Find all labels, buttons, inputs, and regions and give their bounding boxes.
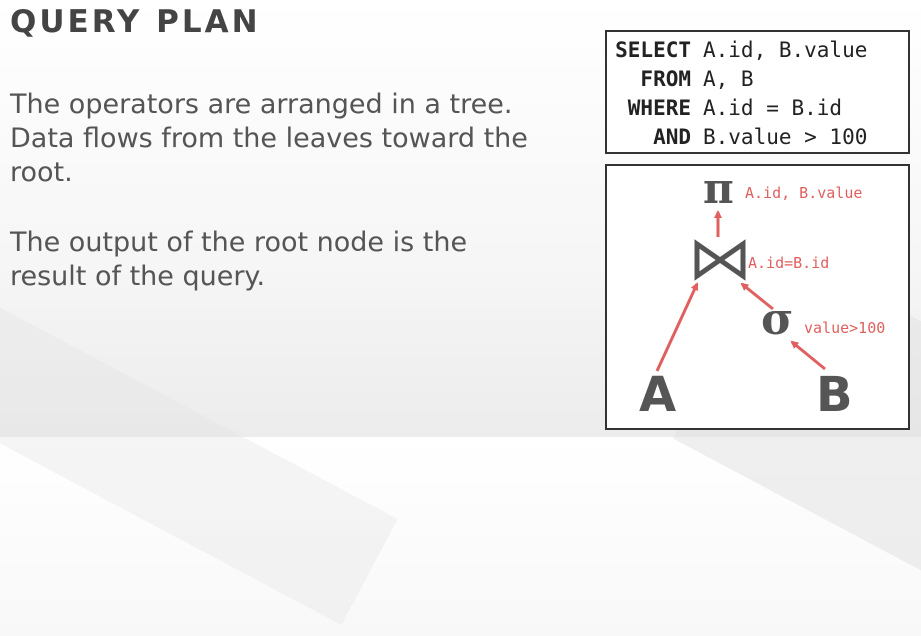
- sql-keyword: AND: [653, 124, 691, 149]
- leaf-table-a: A: [639, 367, 677, 423]
- sql-line-from: FROM A, B: [607, 64, 908, 93]
- paragraph-tree-description: The operators are arranged in a tree. Da…: [10, 89, 528, 188]
- sql-line-select: SELECT A.id, B.value: [607, 35, 908, 64]
- arrow-b-to-selection: [790, 340, 826, 371]
- sql-keyword: WHERE: [627, 95, 691, 120]
- background-decoration: [0, 274, 398, 626]
- plan-tree-diagram: [655, 210, 826, 372]
- query-plan-tree: π A.id, B.value A.id=B.id σ value>100 A …: [605, 164, 910, 430]
- projection-operator: π: [703, 164, 734, 213]
- sql-clause: B.value > 100: [703, 124, 868, 149]
- sql-query-box: SELECT A.id, B.value FROM A, B WHERE A.id =…: [605, 30, 910, 154]
- arrow-selection-to-join: [740, 282, 774, 311]
- sql-clause: A, B: [703, 66, 754, 91]
- sql-keyword: FROM: [640, 66, 691, 91]
- sql-keyword: SELECT: [615, 37, 691, 62]
- slide-title: QUERY PLAN: [10, 4, 261, 40]
- leaf-table-b: B: [816, 367, 853, 423]
- bowtie-join-icon: [694, 239, 746, 281]
- sql-line-where: WHERE A.id = B.id: [607, 93, 908, 122]
- sql-line-and: AND B.value > 100: [607, 122, 908, 151]
- sql-clause: A.id, B.value: [703, 37, 868, 62]
- projection-label: A.id, B.value: [745, 184, 863, 202]
- arrow-a-to-join: [655, 282, 699, 372]
- selection-label: value>100: [804, 319, 886, 337]
- sql-clause: A.id = B.id: [703, 95, 843, 120]
- selection-operator: σ: [761, 294, 794, 345]
- paragraph-root-output: The output of the root node is the resul…: [10, 227, 468, 292]
- join-label: A.id=B.id: [748, 254, 830, 272]
